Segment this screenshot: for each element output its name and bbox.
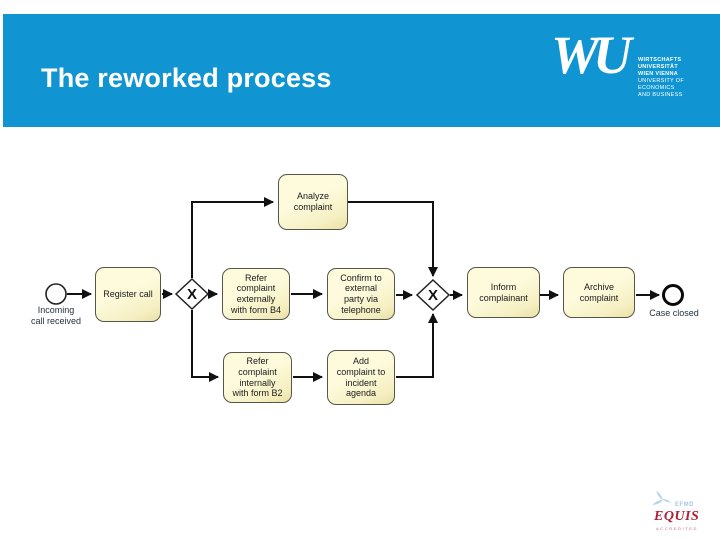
slide-header: The reworked process WU WIRTSCHAFTS UNIV… <box>3 14 720 127</box>
flow-add-to-gateway2 <box>396 313 438 378</box>
gateway2-label: X <box>428 287 438 304</box>
efmd-star-icon <box>652 490 672 506</box>
wu-logo-line: WIRTSCHAFTS <box>638 57 682 63</box>
gateway2-diamond <box>415 278 451 312</box>
task-register-call: Register call <box>95 267 161 322</box>
task-refer-complaint-internally: Refer complaint internally with form B2 <box>223 352 292 403</box>
equis-logo: EFMD EQUIS ACCREDITED <box>650 488 712 531</box>
gateway1-label: X <box>187 286 197 303</box>
start-event-circle <box>45 283 67 305</box>
flow-gateway1-to-analyze <box>191 197 274 278</box>
wu-logo-line: ECONOMICS <box>638 85 675 92</box>
wu-monogram: WU <box>551 25 632 85</box>
slide-title: The reworked process <box>41 63 332 93</box>
task-confirm-external-party: Confirm to external party via telephone <box>327 268 395 320</box>
flow-analyze-to-gateway2 <box>348 201 438 277</box>
equis-wordmark: EQUIS <box>654 509 700 525</box>
flow-gateway1-to-refer-internally <box>191 310 219 382</box>
task-archive-complaint: Archive complaint <box>563 267 635 318</box>
start-event-label: Incoming call received <box>30 305 82 326</box>
wu-logo-wordmark: WIRTSCHAFTS UNIVERSITÄT WIEN VIENNA UNIV… <box>638 57 684 99</box>
end-event-label: Case closed <box>649 308 699 318</box>
wu-logo-line: UNIVERSITÄT <box>638 64 678 71</box>
efmd-label: EFMD <box>675 502 694 509</box>
task-add-complaint-incident-agenda: Add complaint to incident agenda <box>327 350 395 405</box>
wu-logo-line: WIEN VIENNA <box>638 71 678 78</box>
gateway1-diamond <box>174 277 210 311</box>
end-event-circle <box>662 284 684 306</box>
wu-logo-line: AND BUSINESS <box>638 92 683 99</box>
task-refer-complaint-externally: Refer complaint externally with form B4 <box>222 268 290 320</box>
wu-logo: WU WIRTSCHAFTS UNIVERSITÄT WIEN VIENNA U… <box>551 25 684 99</box>
wu-logo-line: UNIVERSITY OF <box>638 78 684 85</box>
task-inform-complainant: Inform complainant <box>467 267 540 318</box>
task-analyze-complaint: Analyze complaint <box>278 174 348 230</box>
equis-accredited-label: ACCREDITED <box>656 526 699 531</box>
